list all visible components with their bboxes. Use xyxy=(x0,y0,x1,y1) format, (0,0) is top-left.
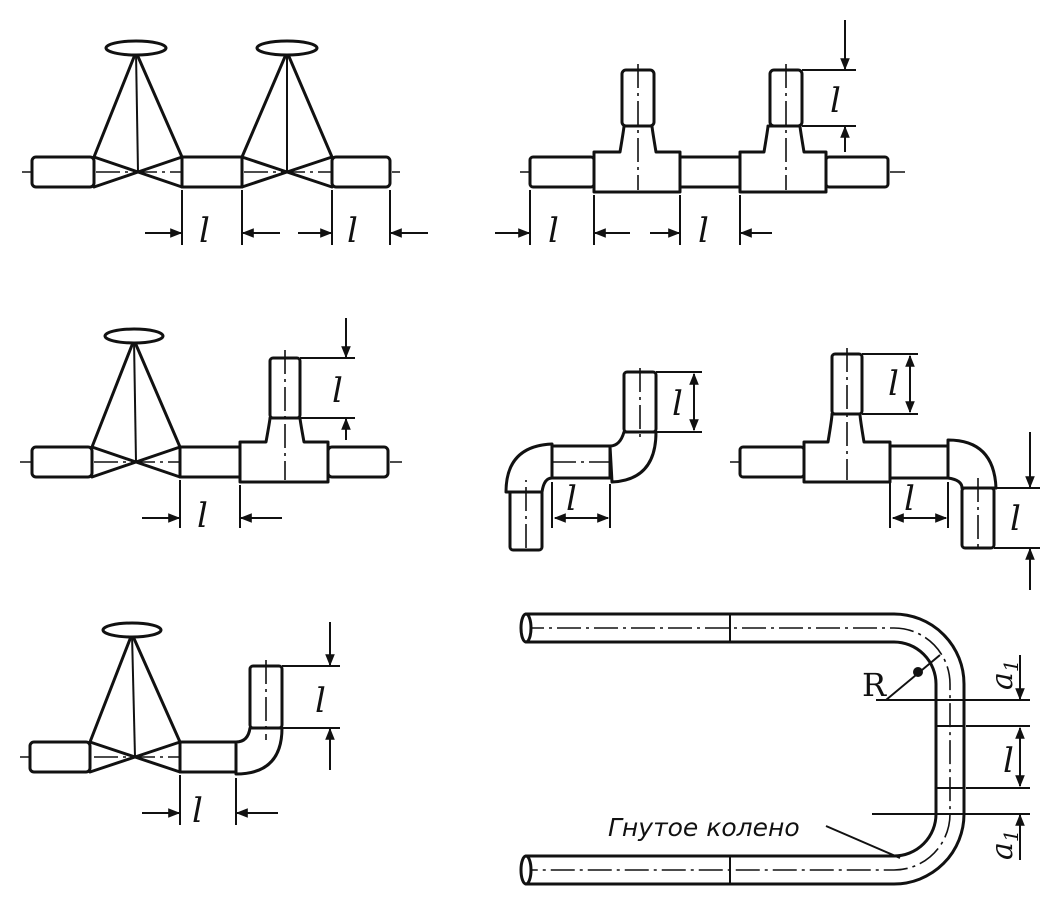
dimension-label-l: l xyxy=(904,479,915,519)
u-bend-assembly: R a1 l a1 Гнутое колено xyxy=(519,612,1030,886)
valve-handwheel-icon xyxy=(104,39,168,57)
tee-fitting xyxy=(592,124,682,194)
dimension-label-l: l xyxy=(698,211,709,251)
offset-label-a1: a1 xyxy=(985,659,1023,690)
radius-label: R xyxy=(862,666,887,704)
elbow-fitting xyxy=(608,430,658,484)
valve-body xyxy=(92,39,184,189)
valve-body xyxy=(240,39,334,189)
two-tees-assembly: l l l xyxy=(495,20,905,251)
valve-elbow-assembly: l l xyxy=(20,621,340,831)
tee-fitting xyxy=(738,124,828,194)
elbow-fitting xyxy=(504,442,554,494)
dimension-label-l: l xyxy=(548,211,559,251)
dimension-label-l: l xyxy=(566,479,577,519)
offset-label-a1: a1 xyxy=(985,829,1023,860)
elbow-fitting xyxy=(946,438,998,490)
dimension-label-l: l xyxy=(332,371,343,411)
dimension-label-l: l xyxy=(888,364,899,404)
dimension-label-l: l xyxy=(347,211,358,251)
valve-body xyxy=(88,621,182,774)
dimension-label-l: l xyxy=(1003,741,1014,781)
dimension-label-l: l xyxy=(672,384,683,424)
bent-pipe xyxy=(524,612,966,886)
valve-handwheel-icon xyxy=(255,39,319,57)
dimension-label-l: l xyxy=(315,681,326,721)
bent-elbow-caption: Гнутое колено xyxy=(608,813,800,842)
dimension-label-l: l xyxy=(192,791,203,831)
tee-fitting xyxy=(238,416,330,484)
valve-tee-assembly: l l xyxy=(20,318,402,536)
valve-body xyxy=(90,327,182,479)
double-elbow-assembly: l l xyxy=(504,368,702,552)
two-valves-assembly: l l xyxy=(22,39,428,251)
dimension-label-l: l xyxy=(199,211,210,251)
dimension-label-l: l xyxy=(830,81,841,121)
dimension-label-l: l xyxy=(197,496,208,536)
valve-handwheel-icon xyxy=(103,327,165,345)
elbow-fitting xyxy=(234,726,284,776)
valve-handwheel-icon xyxy=(101,621,163,639)
tee-elbow-assembly: l l l xyxy=(730,348,1040,590)
dimension-label-l: l xyxy=(1010,499,1021,539)
